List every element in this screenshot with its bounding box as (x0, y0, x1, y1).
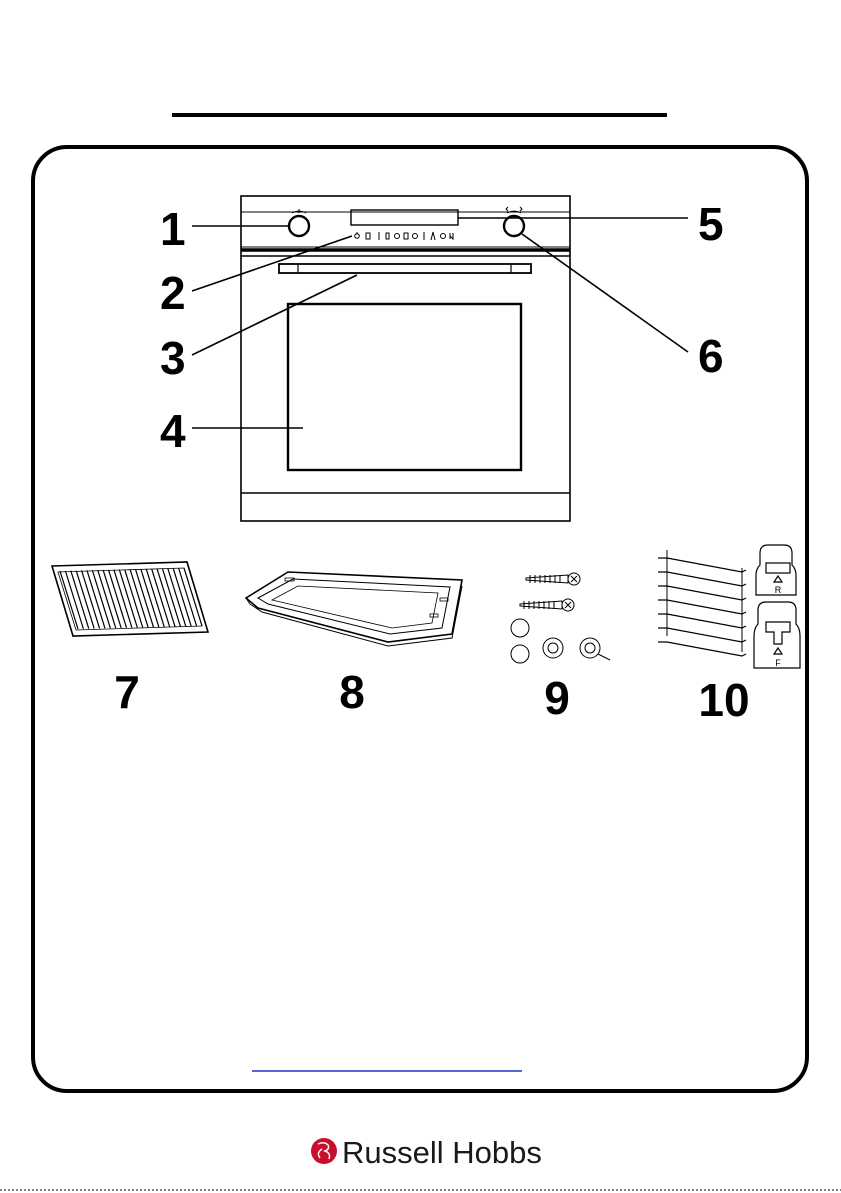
wire-grill-rack-icon (52, 562, 208, 636)
label-9: 9 (544, 672, 570, 724)
rack-bar (184, 568, 202, 626)
rack-marker-front-label: F (775, 658, 781, 668)
shelf-wire (658, 628, 746, 642)
rack-bar (168, 568, 186, 626)
callout-2: 2 (160, 267, 186, 319)
callout-6: 6 (698, 330, 724, 382)
rack-bar (98, 570, 116, 628)
rack-bar (130, 569, 148, 627)
shelf-wire (658, 614, 746, 628)
baking-tray-icon (246, 572, 462, 646)
russell-hobbs-logo: Russell Hobbs (311, 1135, 542, 1170)
rack-bar (119, 570, 137, 628)
callout-1: 1 (160, 203, 186, 255)
function-knob[interactable] (289, 216, 309, 236)
rack-bar (162, 569, 180, 627)
door-handle[interactable] (279, 264, 531, 273)
rack-bar (87, 570, 105, 628)
brand-name: Russell Hobbs (342, 1135, 542, 1170)
rack-marker-right-label: R (775, 585, 782, 595)
callout-4: 4 (160, 405, 186, 457)
callout-5: 5 (698, 198, 724, 250)
shelf-wire (658, 572, 746, 586)
touch-controls[interactable] (355, 232, 453, 240)
label-7: 7 (114, 666, 140, 718)
shelf-wire (658, 642, 746, 656)
rack-bar (157, 569, 175, 627)
oven-illustration (241, 196, 570, 521)
rack-bar (103, 570, 121, 628)
rack-bar (179, 568, 197, 626)
rack-bar (92, 570, 110, 628)
rack-bar (152, 569, 170, 627)
rack-bar (76, 571, 94, 629)
side-shelf-racks-icon (658, 550, 746, 656)
rack-bar (125, 569, 143, 627)
rack-bar (146, 569, 164, 627)
mounting-screws-icon (511, 573, 610, 663)
door-window (288, 304, 521, 470)
temperature-knob[interactable] (504, 216, 524, 236)
rack-bar (82, 570, 100, 628)
shelf-wire (658, 586, 746, 600)
label-8: 8 (339, 666, 365, 718)
label-10: 10 (698, 674, 749, 726)
rack-bar (114, 570, 132, 628)
rack-bar (71, 571, 89, 629)
rack-bar (109, 570, 127, 628)
shelf-wire (658, 600, 746, 614)
rack-bar (141, 569, 159, 627)
shelf-wire (658, 558, 746, 572)
rack-bar (135, 569, 153, 627)
callout-3: 3 (160, 332, 186, 384)
rack-bar (173, 568, 191, 626)
